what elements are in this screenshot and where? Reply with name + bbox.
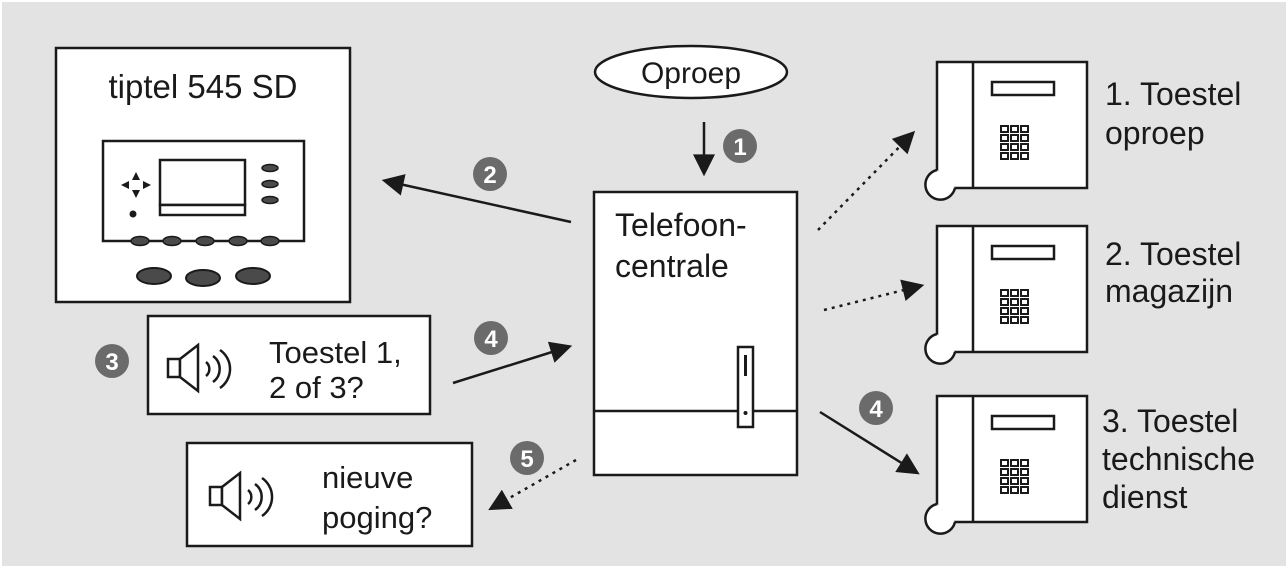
announcement-box-2: nieuve poging? — [185, 441, 474, 548]
arrow-pbx-to-retry — [488, 458, 577, 511]
step-badge-circle — [473, 157, 507, 191]
phone-3-line1: 3. Toestel — [1102, 403, 1238, 439]
call-ellipse — [593, 44, 789, 100]
pbx-slot — [736, 345, 755, 429]
step-number: 4 — [869, 396, 883, 423]
step-badge-circle — [510, 441, 544, 475]
phone-3-line3: dienst — [1102, 479, 1188, 515]
phone-1-line2: oproep — [1105, 115, 1205, 151]
step-badge-circle — [95, 344, 129, 378]
telephone-icon — [924, 60, 1089, 201]
phone-2: 2. Toestel magazijn — [924, 224, 1241, 365]
step-badge-4b: 4 — [859, 391, 893, 425]
step-number: 3 — [105, 349, 118, 376]
announcement-2-line2: poging? — [322, 500, 432, 535]
pbx-label-line1: Telefoon- — [615, 207, 747, 243]
incoming-call: Oproep — [593, 44, 789, 100]
announcement-box-1: Toestel 1, 2 of 3? — [146, 314, 432, 416]
announcement-2-line1: nieuve — [322, 460, 413, 495]
pbx-slot-dot — [743, 411, 748, 415]
device-display — [158, 158, 247, 207]
step-number: 1 — [733, 134, 746, 161]
announcement-1-line1: Toestel 1, — [269, 335, 402, 370]
device-label: tiptel 545 SD — [109, 68, 298, 105]
tiptel-device: tiptel 545 SD — [54, 46, 352, 304]
step-number: 5 — [520, 446, 533, 473]
arrow-pbx-to-phone-3 — [819, 410, 920, 475]
side-buttons — [261, 163, 279, 205]
pbx-box — [592, 190, 799, 477]
telephone-icon — [924, 394, 1089, 535]
step-badge-2: 2 — [473, 157, 507, 191]
pbx-label-line2: centrale — [615, 248, 729, 284]
phone-1: 1. Toestel oproep — [924, 60, 1241, 201]
step-badge-4a: 4 — [474, 321, 508, 355]
phone-2-line2: magazijn — [1105, 273, 1233, 309]
step-badge-1: 1 — [723, 129, 757, 163]
function-buttons — [130, 235, 280, 247]
arrow-pbx-to-device — [381, 174, 572, 224]
step-number: 2 — [483, 162, 496, 189]
phone-2-line1: 2. Toestel — [1105, 236, 1241, 272]
pbx: Telefoon- centrale — [592, 190, 799, 477]
step-badge-circle — [859, 391, 893, 425]
step-number: 4 — [484, 326, 498, 353]
call-label: Oproep — [641, 57, 741, 90]
step-badge-3: 3 — [95, 344, 129, 378]
main-buttons — [136, 267, 271, 287]
step-badge-5: 5 — [510, 441, 544, 475]
step-badge-circle — [723, 129, 757, 163]
arrow-selection-to-pbx — [452, 341, 573, 385]
phone-3: 3. Toestel technische dienst — [924, 394, 1255, 535]
device-display-bar — [158, 203, 247, 217]
step-badge-circle — [474, 321, 508, 355]
arrow-pbx-to-phone-2 — [823, 279, 925, 312]
announcement-1-line2: 2 of 3? — [269, 370, 364, 405]
navigation-cross-icon — [121, 172, 151, 218]
telephone-icon — [924, 224, 1089, 365]
phone-3-line2: technische — [1102, 441, 1255, 477]
phone-1-line1: 1. Toestel — [1105, 76, 1241, 112]
